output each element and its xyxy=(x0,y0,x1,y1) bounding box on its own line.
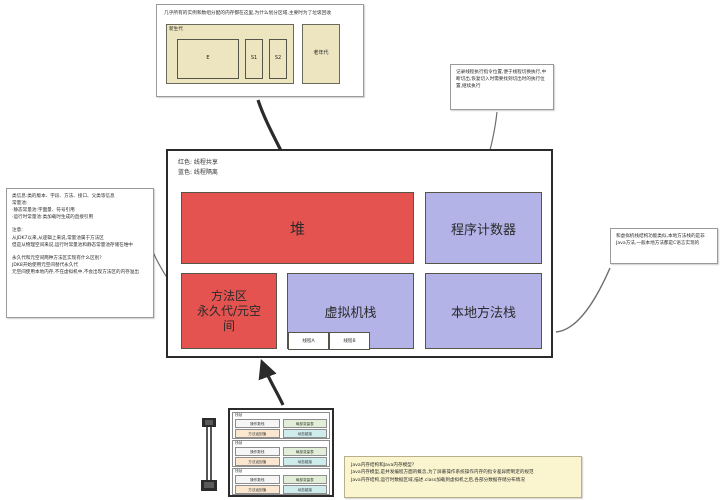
stack-frame[interactable]: 栈帧 操作数栈 局部变量表 方法返回值 动态链接 xyxy=(232,440,330,467)
native-stack-note: 和虚拟机栈结构功能类似,本地方法栈的是非Java方法,一般本地方法都是C语言实现… xyxy=(610,228,718,264)
heap-block[interactable]: 堆 xyxy=(181,192,414,264)
stack-frame-label: 栈帧 xyxy=(235,441,243,445)
jvm-runtime-data-area: 红色: 线程共享 蓝色: 线程隔离 堆 程序计数器 方法区 永久代/元空 间 虚… xyxy=(166,149,553,358)
method-area-block[interactable]: 方法区 永久代/元空 间 xyxy=(181,273,277,349)
survivor2-region: S2 xyxy=(269,38,287,79)
native-method-stack-block[interactable]: 本地方法栈 xyxy=(425,273,542,349)
stack-pointer-icon xyxy=(201,418,217,491)
young-generation-label: 新生代 xyxy=(169,26,183,32)
pc-counter-note-text: 记录线程执行指令位置,便于线程切换执行,中断切出,恢复切入时需要找到切出时的执行… xyxy=(456,70,547,90)
survivor1-region: S1 xyxy=(245,38,263,79)
arrow-framestack-to-vmstack xyxy=(258,359,285,406)
local-variable-table-cell: 局部变量表 xyxy=(282,418,327,428)
pc-counter-note: 记录线程执行指令位置,便于线程切换执行,中断切出,恢复切入时需要找到切出时的执行… xyxy=(450,64,554,110)
arrow-nativestack-to-note xyxy=(555,267,611,333)
method-area-line-3: 间 xyxy=(222,318,235,333)
heap-generations: 新生代 E S1 S2 老年代 xyxy=(166,23,356,84)
legend-isolated: 蓝色: 线程隔离 xyxy=(178,168,218,176)
note-line-3: ·静态常量池:字面量、符号引用 xyxy=(12,208,75,214)
note-line-7: 但是从物理空间来说,运行时常量池和静态常量池存储在堆中 xyxy=(12,242,133,248)
old-generation-box: 老年代 xyxy=(302,23,340,84)
memory-model-note-line-3: Java内存结构,运行时数据区域,描述.class加载到虚拟机之后,各部分数据存… xyxy=(351,477,525,483)
method-return-value-cell: 方法返回值 xyxy=(235,484,280,494)
native-stack-note-text: 和虚拟机栈结构功能类似,本地方法栈的是非Java方法,一般本地方法都是C语言实现… xyxy=(616,234,705,247)
memory-model-note: Java内存结构和Java内存模型? Java内存模型,是并发编程方面的概念,为… xyxy=(344,456,582,498)
method-return-value-cell: 方法返回值 xyxy=(235,456,280,466)
stack-frame-label: 栈帧 xyxy=(235,413,243,417)
heap-detail-text: 几乎所有的实例和数组分配的内存都在这里,为什么划分区域,主要时为了垃圾回收 xyxy=(164,11,332,16)
operand-stack-cell: 操作数栈 xyxy=(235,418,280,428)
note-line-6: 从JDK7以来,从逻辑上来说,常量池属于方法区 xyxy=(12,235,104,241)
dynamic-link-cell: 动态链接 xyxy=(282,456,327,466)
note-line-8: 永久代和元空间两种方法区实现有什么区别? xyxy=(12,255,102,261)
dynamic-link-cell: 动态链接 xyxy=(282,428,327,438)
local-variable-table-cell: 局部变量表 xyxy=(282,474,327,484)
operand-stack-cell: 操作数栈 xyxy=(235,474,280,484)
method-area-note: 类信息:类的版本、字段、方法、接口、父类等信息 常量池: ·静态常量池:字面量、… xyxy=(6,188,154,318)
stack-frame[interactable]: 栈帧 操作数栈 局部变量表 方法返回值 动态链接 xyxy=(232,468,330,495)
note-line-5: 注意: xyxy=(12,228,23,234)
program-counter-block[interactable]: 程序计数器 xyxy=(425,192,542,264)
method-area-line-2: 永久代/元空 xyxy=(196,303,262,318)
memory-model-note-line-2: Java内存模型,是并发编程方面的概念,为了屏蔽操作系统操作内存的指令差异而制定… xyxy=(351,470,534,476)
note-line-10: 元空间使用本地内存,不在虚拟机中,不会出现方法区的内存溢出 xyxy=(12,269,139,275)
young-generation-box: 新生代 E S1 S2 xyxy=(166,23,294,84)
dynamic-link-cell: 动态链接 xyxy=(282,484,327,494)
note-line-9: JDK8开始使用元空间替代永久代 xyxy=(12,262,78,268)
note-line-2: 常量池: xyxy=(12,201,28,207)
thread-b-tab[interactable]: 线程B xyxy=(329,332,370,350)
note-line-4: ·运行时常量池:类加载时生成的直接引用 xyxy=(12,215,94,221)
legend-shared: 红色: 线程共享 xyxy=(178,159,218,166)
legend: 红色: 线程共享 蓝色: 线程隔离 xyxy=(178,158,218,177)
vm-stack-block[interactable]: 虚拟机栈 线程A 线程B xyxy=(287,273,414,350)
vm-stack-label: 虚拟机栈 xyxy=(324,305,377,321)
note-line-1: 类信息:类的版本、字段、方法、接口、父类等信息 xyxy=(12,194,115,199)
method-return-value-cell: 方法返回值 xyxy=(235,428,280,438)
memory-model-note-line-1: Java内存结构和Java内存模型? xyxy=(351,463,415,468)
local-variable-table-cell: 局部变量表 xyxy=(282,446,327,456)
eden-region: E xyxy=(177,38,239,79)
thread-a-tab[interactable]: 线程A xyxy=(288,332,329,350)
stack-frame[interactable]: 栈帧 操作数栈 局部变量表 方法返回值 动态链接 xyxy=(232,412,330,439)
stack-frame-label: 栈帧 xyxy=(235,469,243,473)
method-area-line-1: 方法区 xyxy=(210,288,247,303)
operand-stack-cell: 操作数栈 xyxy=(235,446,280,456)
stack-frame-list: 栈帧 操作数栈 局部变量表 方法返回值 动态链接 栈帧 操作数栈 局部变量表 方… xyxy=(228,408,334,497)
heap-detail-box: 几乎所有的实例和数组分配的内存都在这里,为什么划分区域,主要时为了垃圾回收 新生… xyxy=(156,4,364,97)
